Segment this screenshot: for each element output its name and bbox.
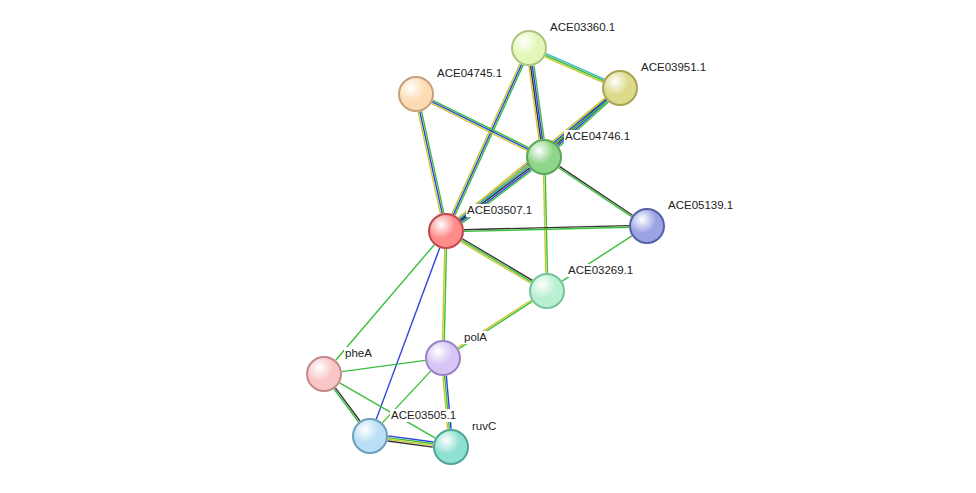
protein-node: ACE03505.1 <box>352 418 388 454</box>
evidence-line <box>461 240 531 282</box>
evidence-line <box>559 166 632 215</box>
evidence-line <box>458 300 532 348</box>
interaction-edge <box>431 100 528 150</box>
protein-node: ACE03269.1 <box>529 273 565 309</box>
evidence-line <box>459 301 533 349</box>
interaction-edge <box>461 239 533 284</box>
protein-node: ACE03360.1 <box>511 30 547 66</box>
protein-node: ACE03507.1 <box>428 213 464 249</box>
evidence-line <box>460 99 606 219</box>
node-label: ACE03505.1 <box>390 409 457 422</box>
node-label: ACE05139.1 <box>667 199 734 212</box>
evidence-line <box>529 66 539 139</box>
node-label: ACE03269.1 <box>567 264 634 277</box>
interaction-edge <box>544 175 548 273</box>
protein-node: pheA <box>306 356 342 392</box>
node-label: ruvC <box>471 420 497 433</box>
evidence-line <box>334 389 359 422</box>
protein-node: ACE03951.1 <box>602 70 638 106</box>
evidence-line <box>558 168 631 217</box>
protein-node: ACE04746.1 <box>526 139 562 175</box>
interaction-edge <box>558 166 632 216</box>
evidence-line <box>443 249 445 340</box>
node-label: pheA <box>344 347 373 360</box>
protein-node: ACE05139.1 <box>629 208 665 244</box>
interaction-edge <box>529 65 544 139</box>
interaction-edge <box>443 249 447 340</box>
node-label: ACE03951.1 <box>640 61 707 74</box>
node-label: ACE04745.1 <box>436 67 503 80</box>
evidence-line <box>462 239 532 281</box>
evidence-line <box>431 103 527 150</box>
evidence-line <box>544 175 546 273</box>
evidence-line <box>459 98 605 218</box>
evidence-line <box>546 54 604 80</box>
protein-node: ruvC <box>433 429 469 465</box>
evidence-line <box>376 248 439 419</box>
interaction-edge <box>376 248 439 419</box>
evidence-line <box>418 112 440 214</box>
interaction-edge <box>458 300 533 349</box>
interaction-edge <box>545 54 604 83</box>
evidence-line <box>432 102 528 149</box>
evidence-line <box>420 112 442 214</box>
evidence-line <box>545 57 603 83</box>
evidence-line <box>531 66 541 139</box>
interaction-edge <box>342 360 425 371</box>
interaction-edge <box>387 436 433 447</box>
interaction-edge <box>418 111 444 214</box>
evidence-line <box>387 441 432 447</box>
evidence-line <box>461 101 607 221</box>
evidence-line <box>433 100 529 147</box>
node-label: ACE04746.1 <box>564 130 631 143</box>
interaction-edge <box>459 98 607 221</box>
protein-node: polA <box>425 340 461 376</box>
node-label: ACE03507.1 <box>466 204 533 217</box>
evidence-line <box>464 227 629 231</box>
evidence-line <box>342 360 425 371</box>
evidence-line <box>422 111 444 213</box>
node-label: polA <box>463 331 488 344</box>
evidence-line <box>545 55 603 81</box>
node-label: ACE03360.1 <box>549 21 616 34</box>
protein-node: ACE04745.1 <box>398 76 434 112</box>
interaction-edge <box>464 226 629 232</box>
evidence-line <box>461 242 531 284</box>
